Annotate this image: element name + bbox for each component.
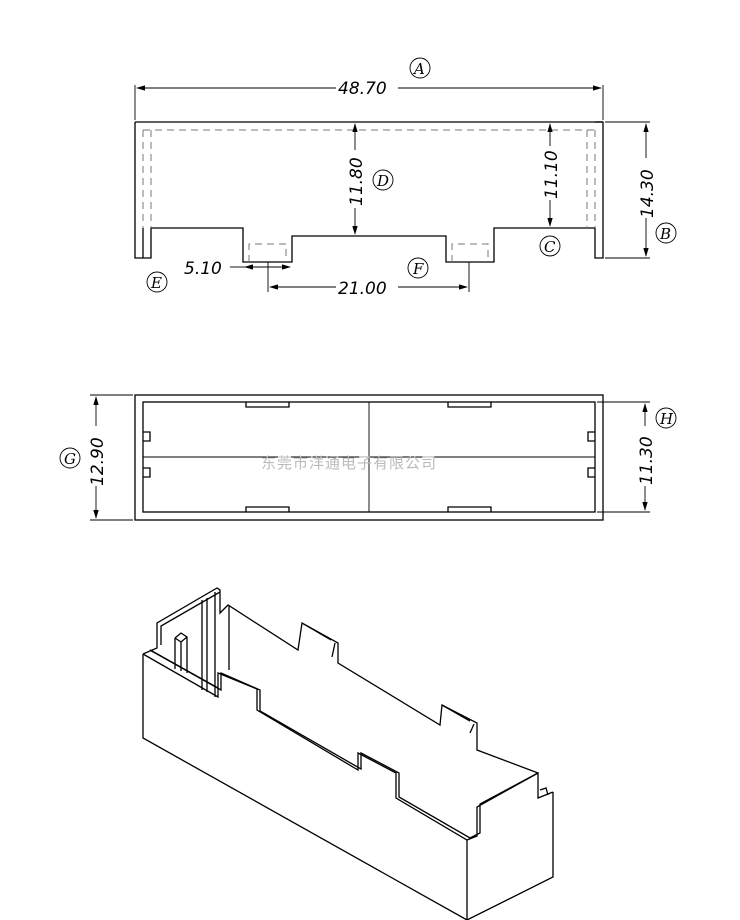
contact-tabs xyxy=(301,622,475,734)
isometric-view xyxy=(142,587,554,920)
small-post xyxy=(174,632,188,673)
watermark: 东莞市洋通电子有限公司 xyxy=(261,454,437,472)
label-e-circle xyxy=(146,271,168,293)
dim-11-30: 11.30 xyxy=(637,436,657,485)
label-a-circle xyxy=(409,57,431,79)
label-h-circle xyxy=(655,407,677,429)
label-a: A xyxy=(412,60,425,78)
hidden-notches xyxy=(248,243,489,262)
dim-21-00: 21.00 xyxy=(338,279,387,299)
label-h: H xyxy=(659,410,674,428)
label-g-circle xyxy=(59,447,81,469)
hidden-lines xyxy=(142,129,596,228)
back-wall-inner xyxy=(160,591,221,645)
label-d: D xyxy=(376,172,389,190)
plan-outer xyxy=(134,394,604,521)
dim-11-80: 11.80 xyxy=(347,157,367,206)
side-outline xyxy=(134,121,604,263)
left-end-wall xyxy=(142,587,539,774)
dim-12-90: 12.90 xyxy=(88,437,108,486)
dim-48-70: 48.70 xyxy=(338,79,387,99)
front-wall-top-outer xyxy=(142,653,554,841)
dim-11-10: 11.10 xyxy=(542,150,562,199)
dim-14-30: 14.30 xyxy=(638,169,658,218)
label-c: C xyxy=(544,238,556,256)
front-face xyxy=(142,654,554,920)
label-g: G xyxy=(64,450,76,468)
label-d-circle xyxy=(372,169,394,191)
side-elevation-view: 48.70 A 14.30 B 11.80 D 11.10 C 5.10 E xyxy=(134,57,677,299)
end-tabs xyxy=(143,431,595,478)
label-b: B xyxy=(659,225,671,243)
label-f-circle xyxy=(407,257,429,279)
dim-5-10: 5.10 xyxy=(184,259,222,279)
divider-posts xyxy=(201,592,230,697)
label-c-circle xyxy=(539,235,561,257)
label-b-circle xyxy=(655,222,677,244)
front-wall-inner xyxy=(149,649,539,839)
label-f: F xyxy=(412,260,424,278)
contact-slots xyxy=(245,402,492,512)
right-tab xyxy=(539,787,549,796)
plan-view: 东莞市洋通电子有限公司 12.90 G 11.30 H xyxy=(59,394,677,521)
label-e: E xyxy=(150,274,162,292)
